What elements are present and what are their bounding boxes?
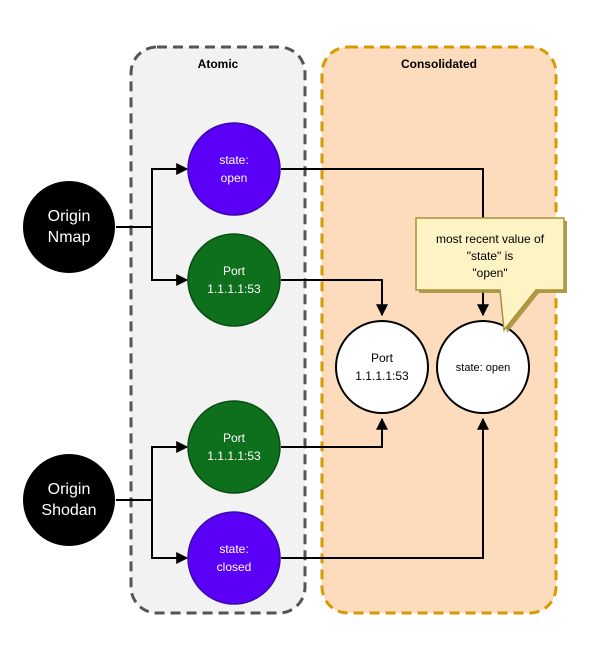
edge-shodan-to-state-closed (116, 499, 189, 564)
atomic-state-closed-circle (187, 511, 281, 605)
callout-box (415, 217, 565, 332)
origin-nmap-line-2: Nmap (48, 229, 91, 246)
atomic-title: Atomic (198, 57, 239, 71)
atomic-state-closed-line-1: state: (219, 542, 248, 556)
atomic-port-shodan-line-2: 1.1.1.1:53 (207, 449, 261, 463)
edge-nmap-port-to-consolidated-port (281, 279, 388, 317)
atomic-port-shodan-circle (187, 400, 281, 494)
atomic-state-closed-node: state: closed (187, 511, 281, 605)
consolidated-container: Consolidated (320, 45, 558, 615)
atomic-port-shodan-line-1: Port (223, 431, 246, 445)
edge-nmap-to-port (116, 226, 189, 286)
atomic-port-nmap-circle (187, 233, 281, 327)
origin-nmap-node: Origin Nmap (23, 181, 115, 273)
atomic-state-open-line-2: open (221, 171, 248, 185)
edge-state-closed-to-consolidated-state (281, 417, 489, 559)
atomic-port-nmap-line-2: 1.1.1.1:53 (207, 282, 261, 296)
atomic-state-open-circle (187, 122, 281, 216)
consolidated-state-node: state: open (436, 320, 530, 414)
consolidated-port-line-2: 1.1.1.1:53 (355, 369, 409, 383)
callout-line-1: most recent value of (436, 232, 545, 246)
origin-shodan-line-2: Shodan (41, 502, 96, 519)
atomic-port-shodan-node: Port 1.1.1.1:53 (187, 400, 281, 494)
consolidated-state-label: state: open (456, 362, 510, 374)
consolidated-container-box (320, 45, 558, 615)
origin-shodan-node: Origin Shodan (23, 454, 115, 546)
callout-line-3: "open" (472, 266, 507, 280)
consolidated-state-circle (436, 320, 530, 414)
consolidated-title: Consolidated (401, 57, 477, 71)
origin-shodan-line-1: Origin (48, 481, 91, 498)
atomic-state-open-node: state: open (187, 122, 281, 216)
origin-nmap-circle (23, 181, 115, 273)
edge-shodan-port-to-consolidated-port (281, 417, 388, 448)
origin-shodan-circle (23, 454, 115, 546)
atomic-port-nmap-node: Port 1.1.1.1:53 (187, 233, 281, 327)
atomic-state-closed-line-2: closed (217, 560, 252, 574)
consolidated-port-circle (335, 320, 429, 414)
origin-nmap-line-1: Origin (48, 208, 91, 225)
consolidated-port-line-1: Port (371, 351, 394, 365)
atomic-state-open-line-1: state: (219, 153, 248, 167)
callout-line-2: "state" is (467, 249, 514, 263)
consolidated-port-node: Port 1.1.1.1:53 (335, 320, 429, 414)
atomic-port-nmap-line-1: Port (223, 264, 246, 278)
callout: most recent value of "state" is "open" (415, 217, 567, 333)
